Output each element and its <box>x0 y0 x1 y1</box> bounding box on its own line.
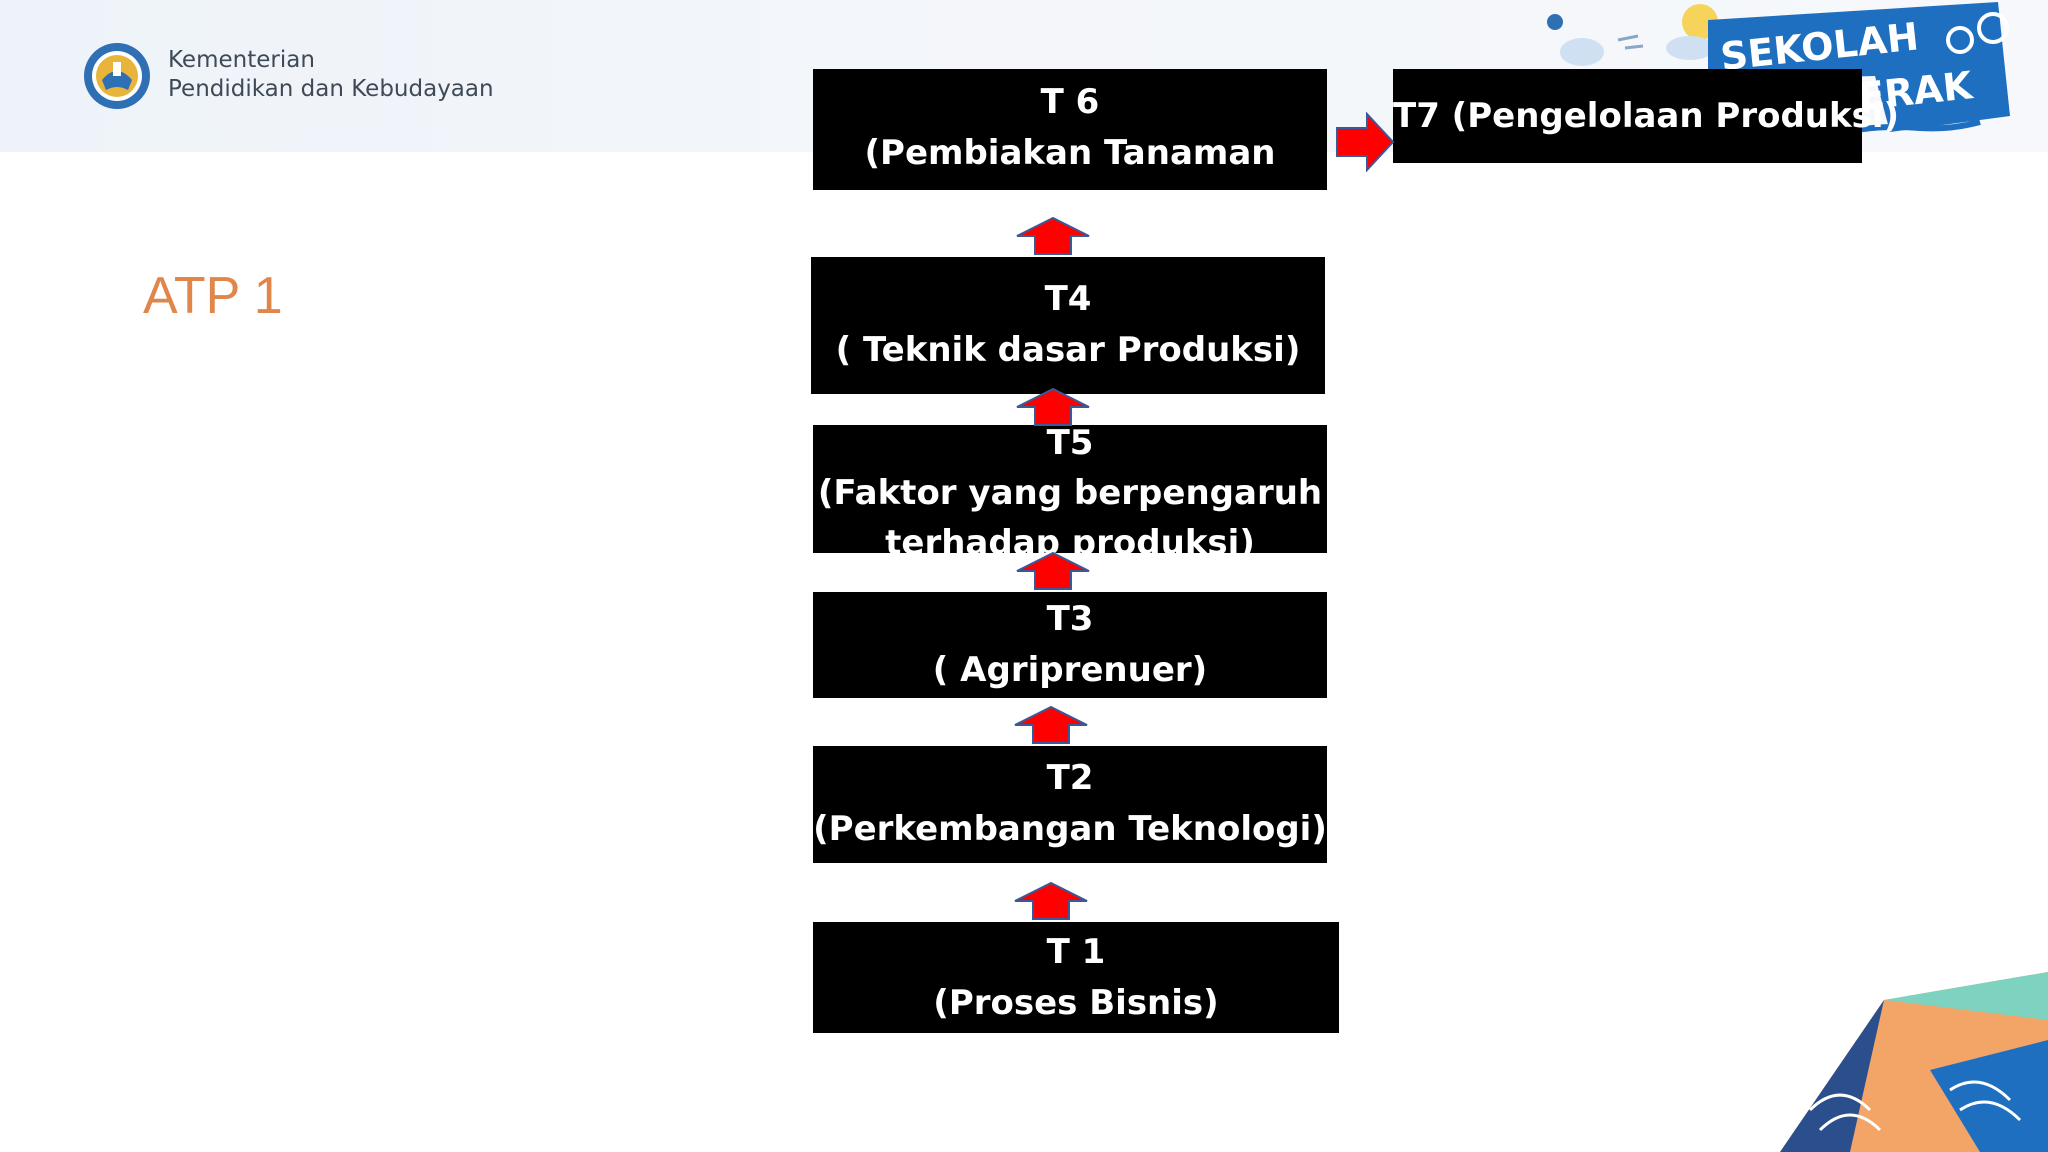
node-t3-code: T3 <box>1046 599 1094 639</box>
ministry-line2: Pendidikan dan Kebudayaan <box>168 76 494 102</box>
node-t7: T7 (Pengelolaan Produksi) <box>1393 69 1900 163</box>
ministry-line1: Kementerian <box>168 47 315 73</box>
edge-t4-t6-arrow <box>1016 216 1090 255</box>
node-t5-label-cont: terhadap produksi) <box>885 523 1255 563</box>
slide-title: ATP 1 <box>143 267 283 325</box>
node-t6: T 6 (Pembiakan Tanaman <box>813 69 1327 190</box>
edge-t2-t3-arrow <box>1014 705 1088 744</box>
node-t3: T3 ( Agriprenuer) <box>813 592 1327 698</box>
node-t2: T2 (Perkembangan Teknologi) <box>813 746 1327 863</box>
node-t1-label: (Proses Bisnis) <box>933 983 1219 1023</box>
edge-t3-t5-arrow <box>1016 551 1090 590</box>
node-t6-code: T 6 <box>1040 82 1100 122</box>
node-t4: T4 ( Teknik dasar Produksi) <box>811 257 1325 394</box>
corner-decoration <box>1780 972 2048 1152</box>
edge-t1-t2-arrow <box>1014 881 1088 920</box>
node-t4-code: T4 <box>1044 279 1092 319</box>
node-t2-code: T2 <box>1046 758 1094 798</box>
node-t2-label: (Perkembangan Teknologi) <box>813 809 1327 849</box>
edge-t6-t7-arrow <box>1336 112 1395 172</box>
sekolah-penggerak-logo: SEKOLAH ERAK <box>1547 2 2010 139</box>
node-t5-code: T5 <box>1046 423 1094 463</box>
node-t4-label: ( Teknik dasar Produksi) <box>835 330 1301 370</box>
node-t1-code: T 1 <box>1046 932 1106 972</box>
node-t5: T5 (Faktor yang berpengaruh terhadap pro… <box>813 423 1327 563</box>
node-t7-label: T7 (Pengelolaan Produksi) <box>1393 96 1900 136</box>
node-t6-label: (Pembiakan Tanaman <box>864 133 1276 173</box>
node-t1: T 1 (Proses Bisnis) <box>813 922 1339 1033</box>
ministry-logo-icon <box>84 43 150 109</box>
edge-t5-t4-arrow <box>1016 387 1090 426</box>
ministry-name: Kementerian Pendidikan dan Kebudayaan <box>168 46 494 104</box>
node-t5-label: (Faktor yang berpengaruh <box>817 473 1323 513</box>
node-t3-label: ( Agriprenuer) <box>932 650 1208 690</box>
